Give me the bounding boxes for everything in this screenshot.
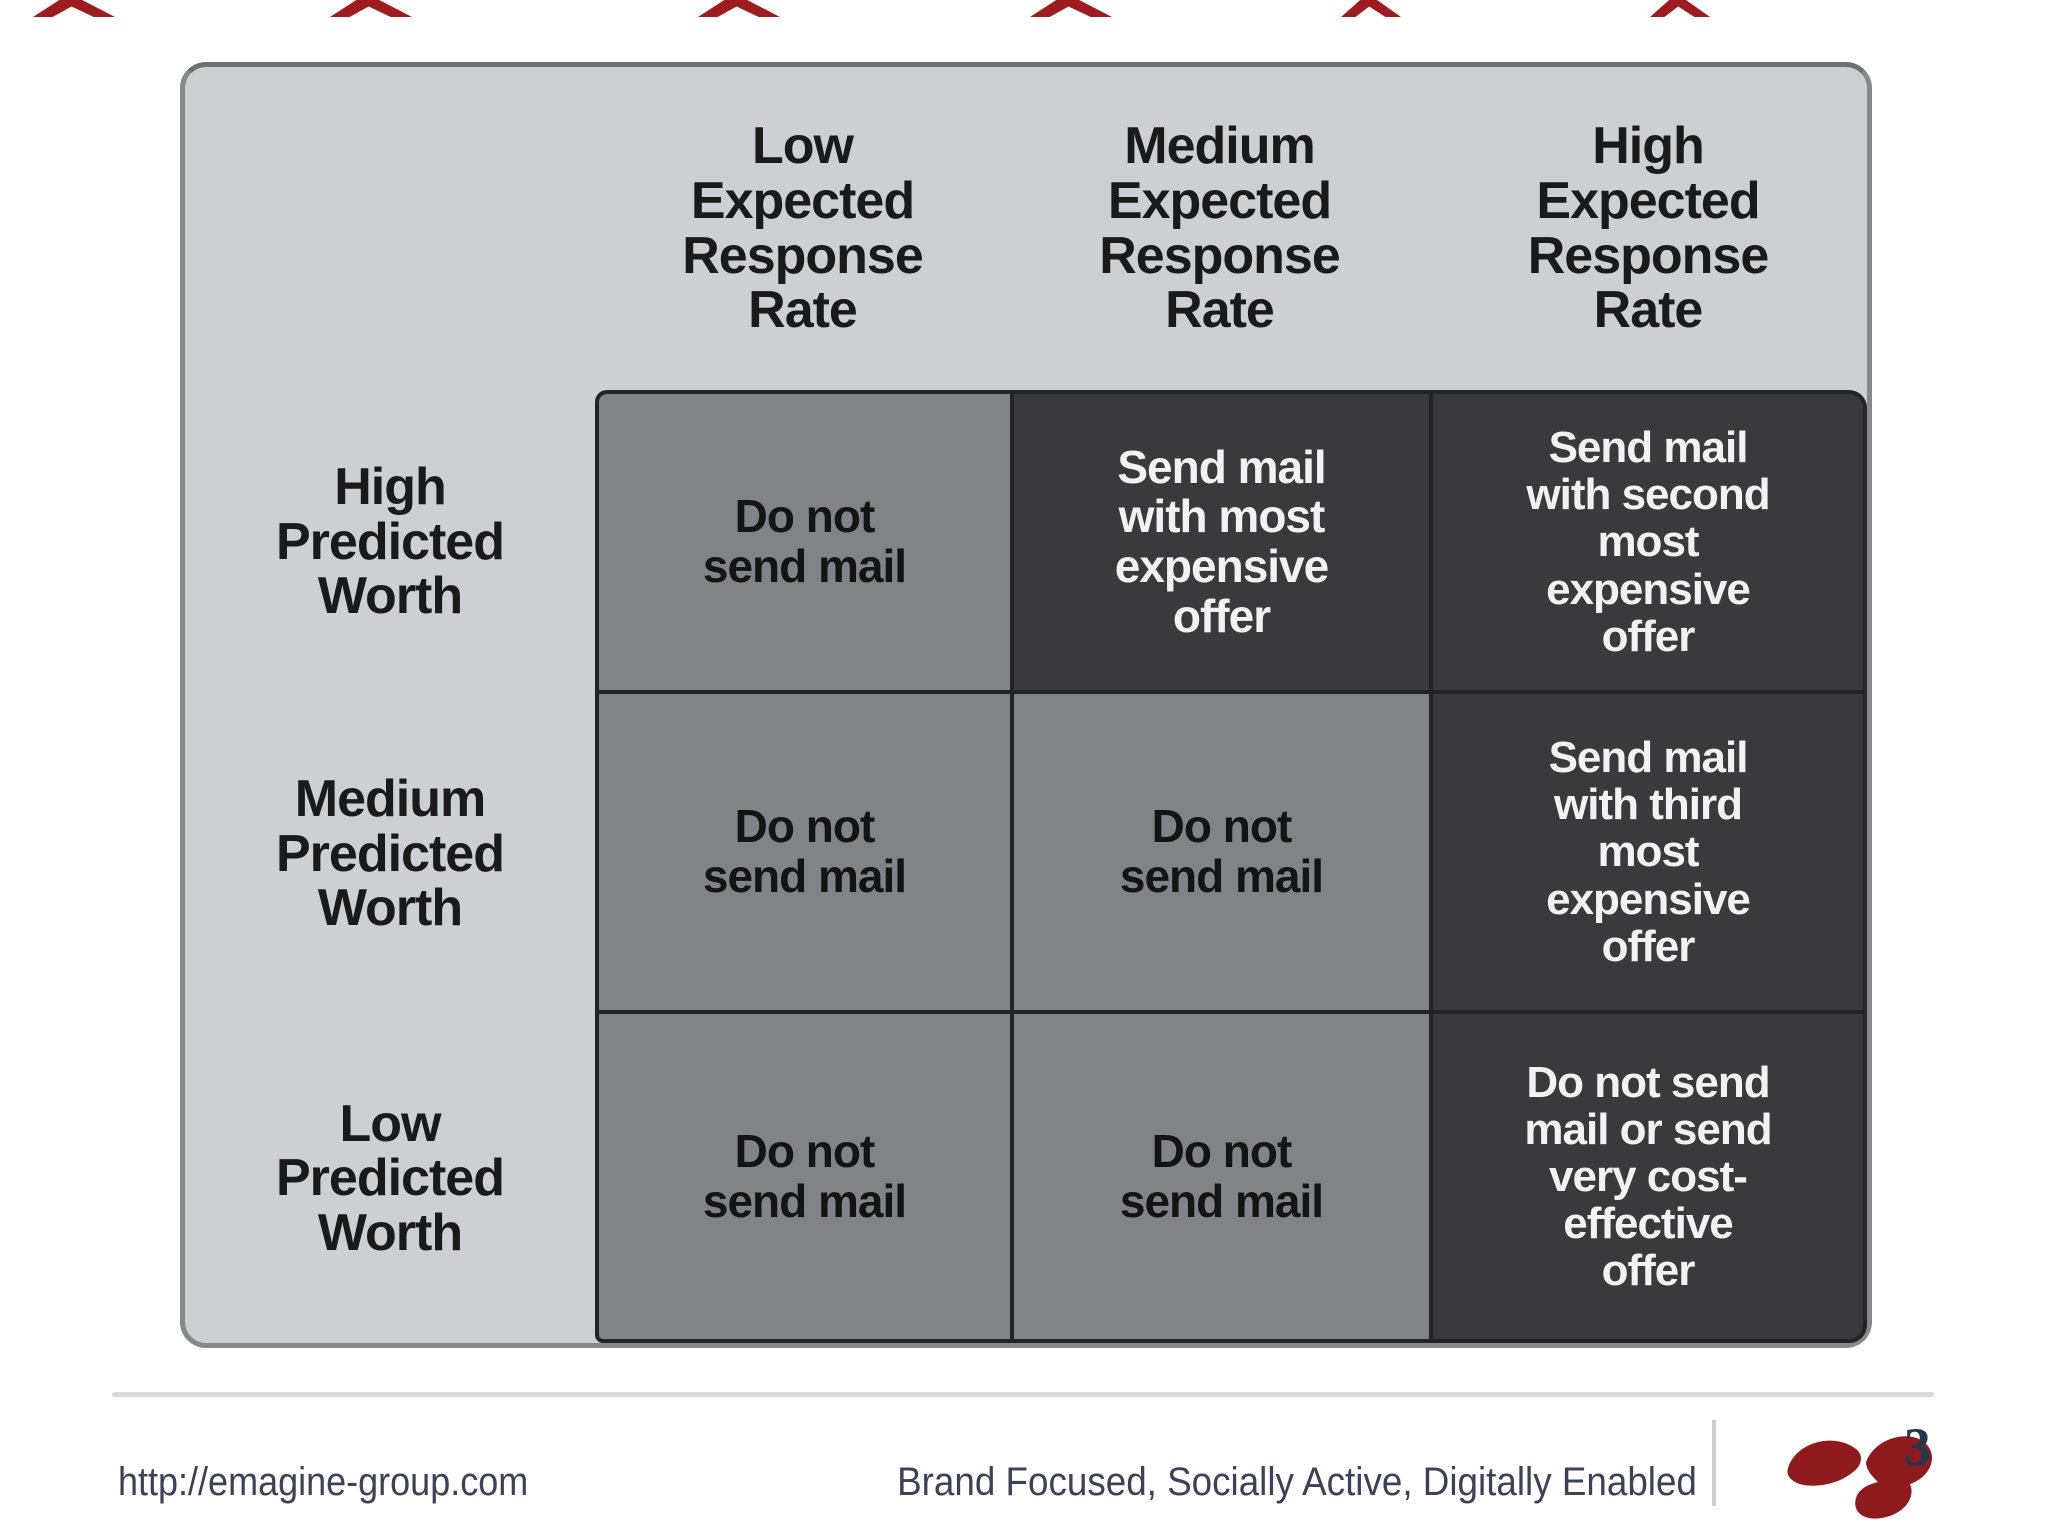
butterfly-m-icon <box>1787 1436 1932 1519</box>
footer-separator <box>112 1392 1934 1397</box>
cell-low-worth-medium-response: Do not send mail <box>1014 1014 1429 1339</box>
row-header-medium-worth: Medium Predicted Worth <box>276 770 505 938</box>
top-edge-artifact <box>1341 0 1401 17</box>
row-header-high-worth: High Predicted Worth <box>276 458 505 626</box>
decision-matrix: Low Expected Response Rate Medium Expect… <box>180 62 1872 1348</box>
matrix-cells: Do not send mail Send mail with most exp… <box>595 390 1867 1343</box>
top-edge-artifact <box>1030 0 1112 17</box>
cell-medium-worth-medium-response: Do not send mail <box>1014 694 1429 1010</box>
top-edge-artifact <box>1650 0 1710 17</box>
row-headers: High Predicted Worth Medium Predicted Wo… <box>185 390 595 1343</box>
cell-low-worth-high-response: Do not send mail or send very cost- effe… <box>1433 1014 1863 1339</box>
footer-tagline: Brand Focused, Socially Active, Digitall… <box>897 1460 1697 1504</box>
col-header-high-response: High Expected Response Rate <box>1527 117 1770 340</box>
cell-high-worth-medium-response: Send mail with most expensive offer <box>1014 394 1429 690</box>
logo-superscript: 3 <box>1904 1417 1931 1477</box>
top-edge-artifact <box>698 0 780 17</box>
footer-divider <box>1712 1420 1716 1506</box>
column-headers: Low Expected Response Rate Medium Expect… <box>595 67 1867 390</box>
top-edge-artifact <box>330 0 412 17</box>
cell-high-worth-low-response: Do not send mail <box>599 394 1010 690</box>
cell-medium-worth-low-response: Do not send mail <box>599 694 1010 1010</box>
row-header-low-worth: Low Predicted Worth <box>276 1094 505 1262</box>
website-url[interactable]: http://emagine-group.com <box>118 1460 529 1504</box>
col-header-medium-response: Medium Expected Response Rate <box>1099 117 1341 340</box>
cell-high-worth-high-response: Send mail with second most expensive off… <box>1433 394 1863 690</box>
cell-low-worth-low-response: Do not send mail <box>599 1014 1010 1339</box>
emagine-logo: 3 <box>1778 1408 1953 1519</box>
col-header-low-response: Low Expected Response Rate <box>682 117 924 340</box>
top-edge-artifact <box>33 0 115 17</box>
cell-medium-worth-high-response: Send mail with third most expensive offe… <box>1433 694 1863 1010</box>
